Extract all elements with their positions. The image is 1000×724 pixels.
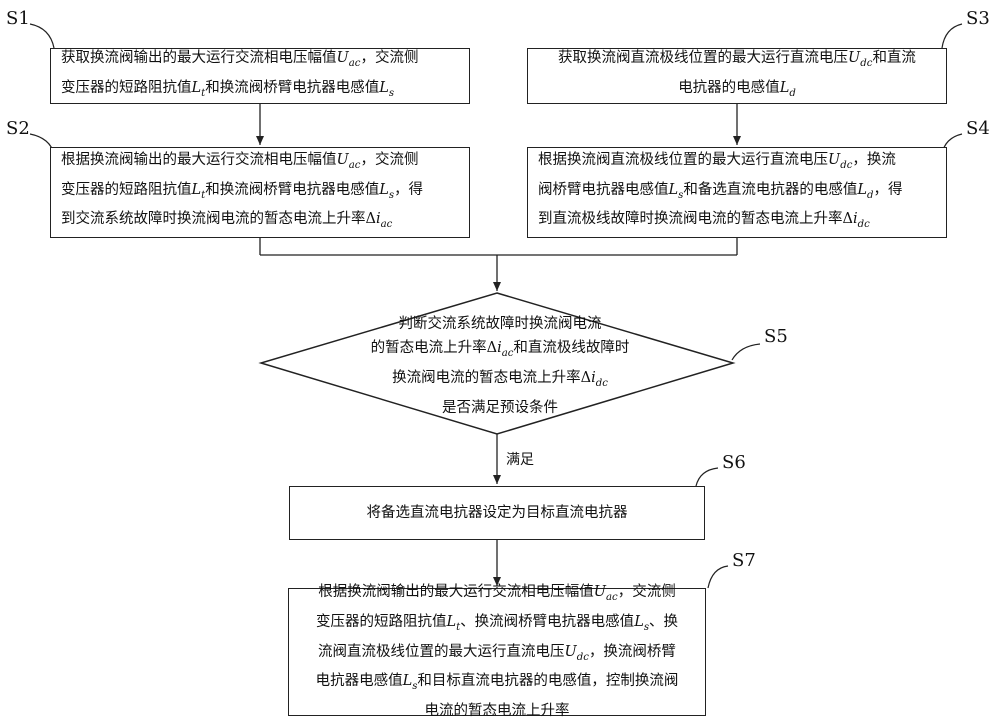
step-text-s2-line-3: 到交流系统故障时换流阀电流的暂态电流上升率Δiac: [61, 211, 393, 231]
hook-s3: [941, 23, 963, 49]
step-text-s4-line-3: 到直流极线故障时换流阀电流的暂态电流上升率Δidc: [538, 211, 870, 231]
step-text-s3: 获取换流阀直流极线位置的最大运行直流电压Udc和直流电抗器的电感值Ld: [528, 46, 946, 106]
decision-text-s5: 判断交流系统故障时换流阀电流的暂态电流上升率Δiac和直流极线故障时换流阀电流的…: [290, 312, 710, 420]
label-s1: S1: [6, 8, 30, 29]
step-text-s7-line-4: 电抗器电感值Ls和目标直流电抗器的电感值，控制换流阀: [315, 673, 679, 693]
condition-label: 满足: [506, 452, 534, 468]
step-text-s7-line-2: 变压器的短路阻抗值Lt、换流阀桥臂电抗器电感值Ls、换: [315, 613, 679, 633]
step-text-s4: 根据换流阀直流极线位置的最大运行直流电压Udc，换流阀桥臂电抗器电感值Ls和备选…: [528, 148, 946, 238]
step-text-s3-line-2: 电抗器的电感值Ld: [678, 80, 796, 99]
step-text-s7-line-5: 电流的暂态电流上升率: [424, 703, 570, 720]
decision-text-s5-line-1: 判断交流系统故障时换流阀电流: [398, 316, 602, 332]
step-box-s1: 获取换流阀输出的最大运行交流相电压幅值Uac，交流侧变压器的短路阻抗值Lt和换流…: [50, 48, 470, 104]
label-s7: S7: [732, 550, 756, 571]
decision-text-s5-line-3: 换流阀电流的暂态电流上升率Δidc: [392, 369, 608, 389]
step-text-s2-line-1: 根据换流阀输出的最大运行交流相电压幅值Uac，交流侧: [61, 151, 419, 171]
step-text-s6: 将备选直流电抗器设定为目标直流电抗器: [290, 501, 704, 526]
hook-s6: [695, 467, 719, 487]
label-s5: S5: [764, 326, 788, 347]
hook-s1: [29, 23, 55, 49]
step-text-s7-line-1: 根据换流阀输出的最大运行交流相电压幅值Uac，交流侧: [318, 583, 676, 603]
step-text-s4-line-1: 根据换流阀直流极线位置的最大运行直流电压Udc，换流: [538, 151, 896, 171]
label-s6: S6: [722, 452, 746, 473]
step-text-s1-line-1: 获取换流阀输出的最大运行交流相电压幅值Uac，交流侧: [61, 50, 419, 69]
step-box-s4: 根据换流阀直流极线位置的最大运行直流电压Udc，换流阀桥臂电抗器电感值Ls和备选…: [527, 147, 947, 238]
step-text-s1: 获取换流阀输出的最大运行交流相电压幅值Uac，交流侧变压器的短路阻抗值Lt和换流…: [51, 46, 469, 106]
step-text-s4-line-2: 阀桥臂电抗器电感值Ls和备选直流电抗器的电感值Ld，得: [538, 181, 903, 201]
label-s2: S2: [6, 118, 30, 139]
hook-s5: [731, 343, 761, 361]
hook-s7: [707, 565, 729, 589]
decision-text-s5-line-2: 的暂态电流上升率Δiac和直流极线故障时: [370, 340, 630, 359]
step-text-s3-line-1: 获取换流阀直流极线位置的最大运行直流电压Udc和直流: [558, 50, 916, 69]
label-s4: S4: [966, 118, 990, 139]
step-text-s7-line-3: 流阀直流极线位置的最大运行直流电压Udc，换流阀桥臂: [318, 643, 676, 663]
step-text-s2: 根据换流阀输出的最大运行交流相电压幅值Uac，交流侧变压器的短路阻抗值Lt和换流…: [51, 148, 469, 238]
step-box-s2: 根据换流阀输出的最大运行交流相电压幅值Uac，交流侧变压器的短路阻抗值Lt和换流…: [50, 147, 470, 238]
step-box-s7: 根据换流阀输出的最大运行交流相电压幅值Uac，交流侧变压器的短路阻抗值Lt、换流…: [288, 584, 706, 719]
step-text-s6-line-1: 将备选直流电抗器设定为目标直流电抗器: [366, 504, 628, 521]
step-box-s6: 将备选直流电抗器设定为目标直流电抗器: [289, 486, 705, 540]
step-text-s1-line-2: 变压器的短路阻抗值Lt和换流阀桥臂电抗器电感值Ls: [61, 80, 395, 99]
step-text-s7: 根据换流阀输出的最大运行交流相电压幅值Uac，交流侧变压器的短路阻抗值Lt、换流…: [289, 580, 705, 724]
step-box-s3: 获取换流阀直流极线位置的最大运行直流电压Udc和直流电抗器的电感值Ld: [527, 48, 947, 104]
decision-text-s5-line-4: 是否满足预设条件: [442, 399, 558, 416]
label-s3: S3: [966, 8, 990, 29]
step-text-s2-line-2: 变压器的短路阻抗值Lt和换流阀桥臂电抗器电感值Ls，得: [61, 181, 424, 201]
